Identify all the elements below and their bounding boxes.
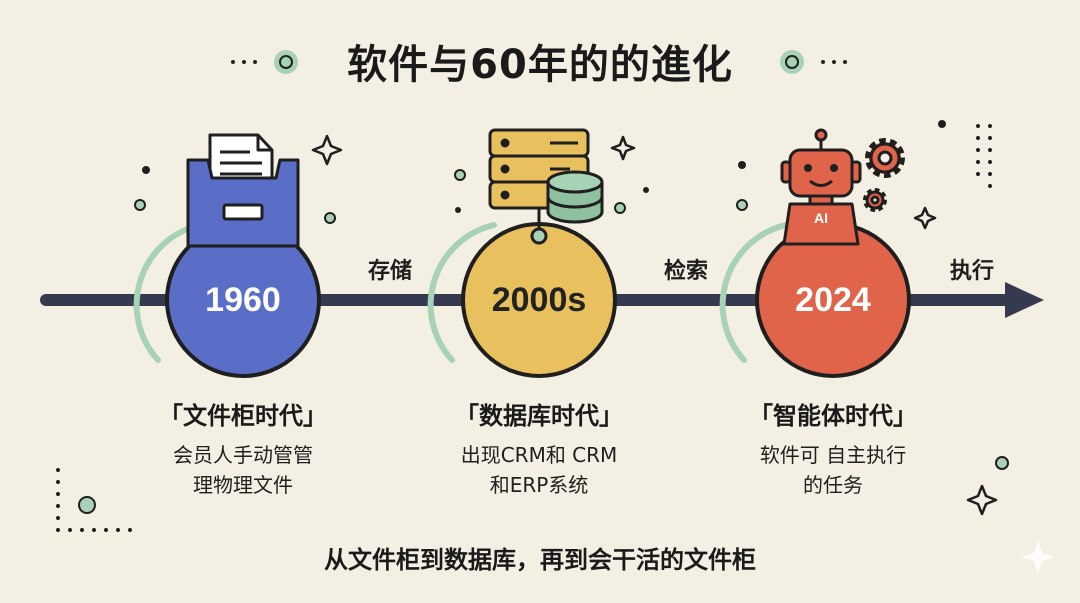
title-decoration-left	[231, 50, 298, 74]
era-year-2024: 2024	[753, 280, 913, 320]
gear-icon	[869, 142, 901, 174]
sparkle-icon	[968, 486, 996, 514]
era-year-1960: 1960	[163, 280, 323, 320]
era-title-2000s: 「数据库时代」	[409, 396, 669, 431]
era-description-line: 的任务	[713, 470, 953, 500]
transition-label-storage: 存储	[330, 253, 450, 285]
era-title-2024: 「智能体时代」	[703, 396, 963, 431]
robot-icon	[782, 130, 860, 244]
sparkle-icon	[612, 137, 634, 159]
era-description-2000s: 出现CRM和 CRM 和ERP系统	[419, 440, 659, 500]
era-description-line: 软件可 自主执行	[713, 440, 953, 470]
era-year-2000s: 2000s	[459, 280, 619, 320]
sparkle-icon	[915, 208, 935, 228]
era-title-1960: 「文件柜时代」	[113, 396, 373, 431]
dot-grid	[976, 124, 992, 188]
era-description-line: 出现CRM和 CRM	[419, 440, 659, 470]
file-cabinet-icon	[188, 135, 298, 246]
era-description-line: 会员人手动管管	[123, 440, 363, 470]
gear-icon	[866, 191, 884, 209]
era-description-2024: 软件可 自主执行 的任务	[713, 440, 953, 500]
era-description-line: 和ERP系统	[419, 470, 659, 500]
sparkle-icon	[313, 136, 341, 164]
transition-label-execution: 执行	[912, 253, 1032, 285]
ai-badge-label: AI	[801, 210, 841, 226]
title-decoration-right	[780, 50, 847, 74]
footer-caption: 从文件柜到数据库，再到会干活的文件柜	[0, 540, 1080, 575]
transition-label-retrieval: 检索	[626, 253, 746, 285]
era-description-line: 理物理文件	[123, 470, 363, 500]
era-description-1960: 会员人手动管管 理物理文件	[123, 440, 363, 500]
